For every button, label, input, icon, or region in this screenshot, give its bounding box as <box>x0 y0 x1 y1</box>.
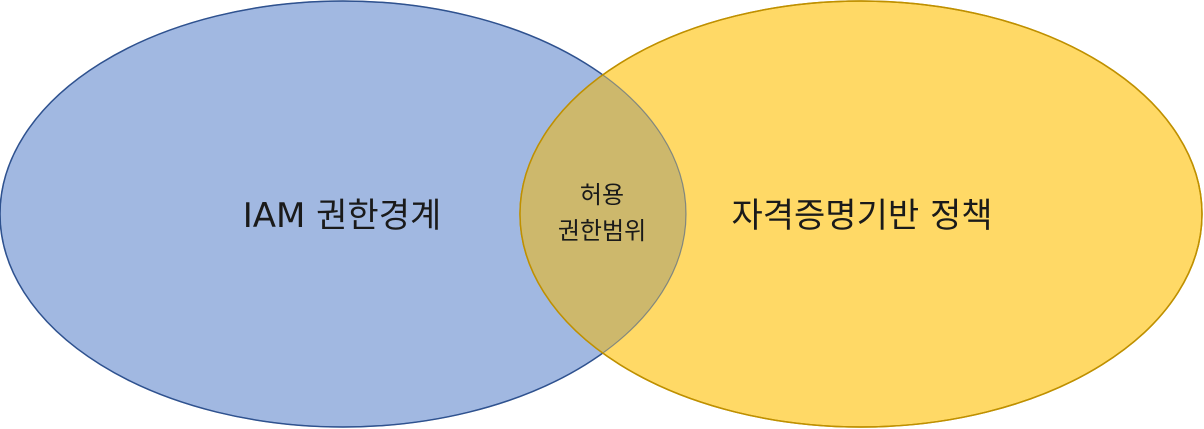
left-set-outline <box>0 0 687 428</box>
right-set-outline <box>519 0 1203 428</box>
left-set-label: IAM 권한경계 <box>243 196 442 236</box>
right-set-label: 자격증명기반 정책 <box>731 196 992 236</box>
intersection-label-line2: 권한범위 <box>558 217 646 245</box>
intersection-label-line1: 허용 <box>580 181 624 209</box>
